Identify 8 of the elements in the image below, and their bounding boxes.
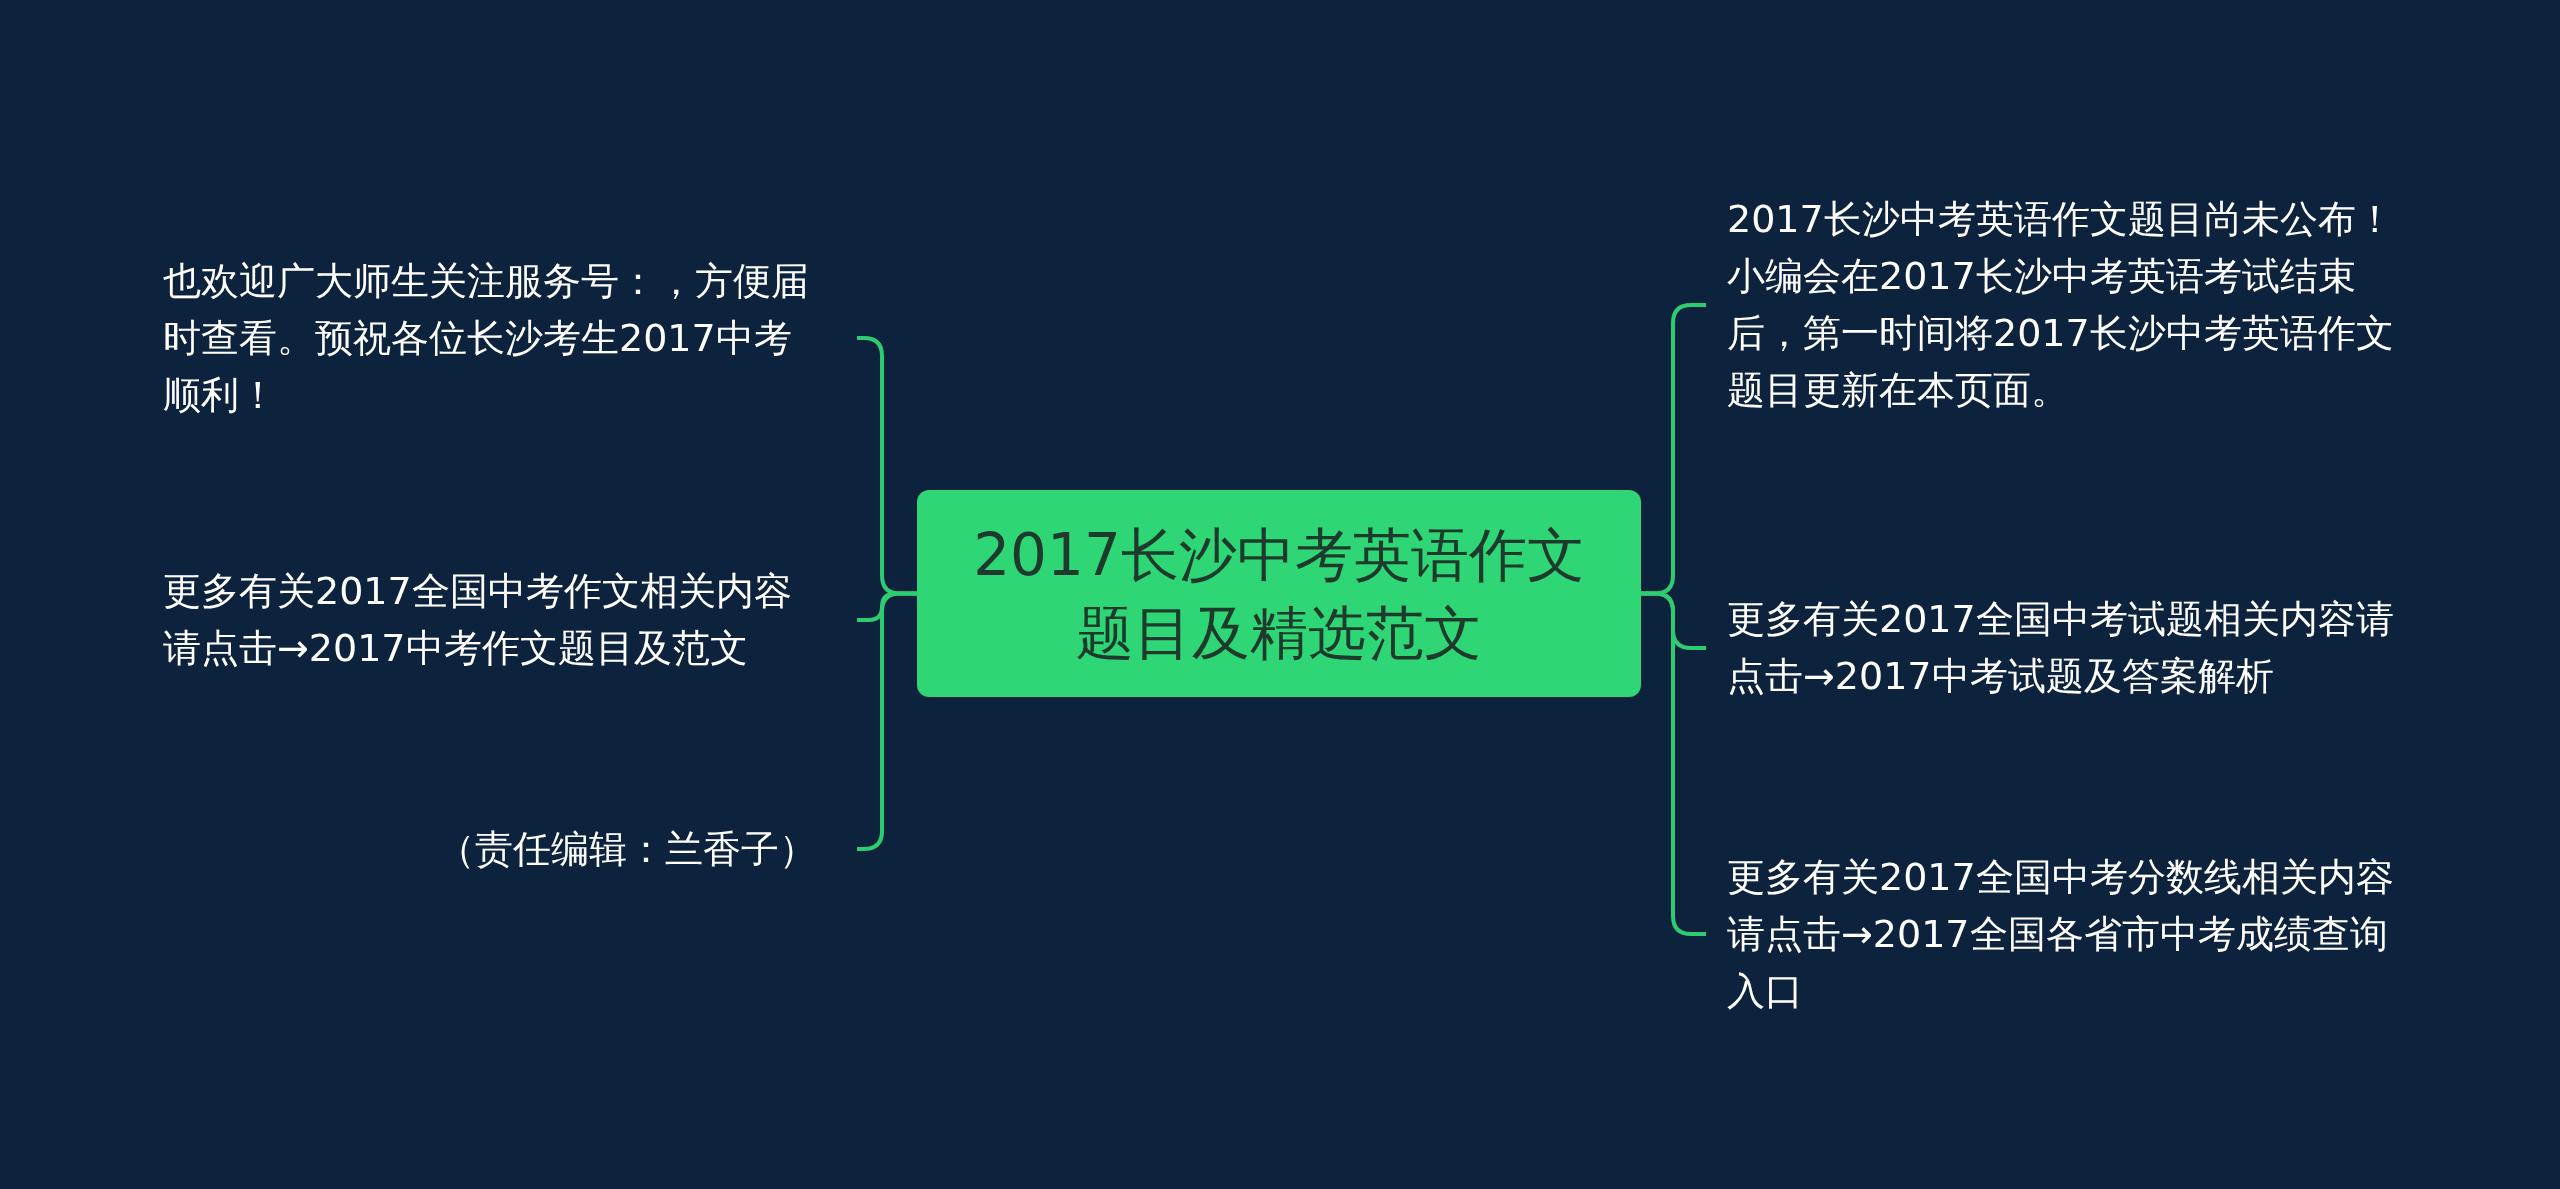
- branch-text: 2017长沙中考英语作文题目尚未公布！小编会在2017长沙中考英语考试结束后，第一时间将2017长沙中考英语作文题目更新在本页面。: [1727, 196, 2395, 414]
- branch-text: 更多有关2017全国中考作文相关内容请点击→2017中考作文题目及范文: [163, 568, 793, 672]
- branch-text: （责任编辑：兰香子）: [437, 825, 817, 873]
- central-topic-box: [917, 490, 1641, 697]
- branch-text: 更多有关2017全国中考试题相关内容请点击→2017中考试题及答案解析: [1727, 596, 2395, 700]
- branch-text: 也欢迎广大师生关注服务号：，方便届时查看。预祝各位长沙考生2017中考顺利！: [163, 257, 810, 419]
- branch-text: 更多有关2017全国中考分数线相关内容请点击→2017全国各省市中考成绩查询入口: [1727, 853, 2395, 1015]
- topic-title: 2017长沙中考英语作文题目及精选范文: [972, 519, 1586, 669]
